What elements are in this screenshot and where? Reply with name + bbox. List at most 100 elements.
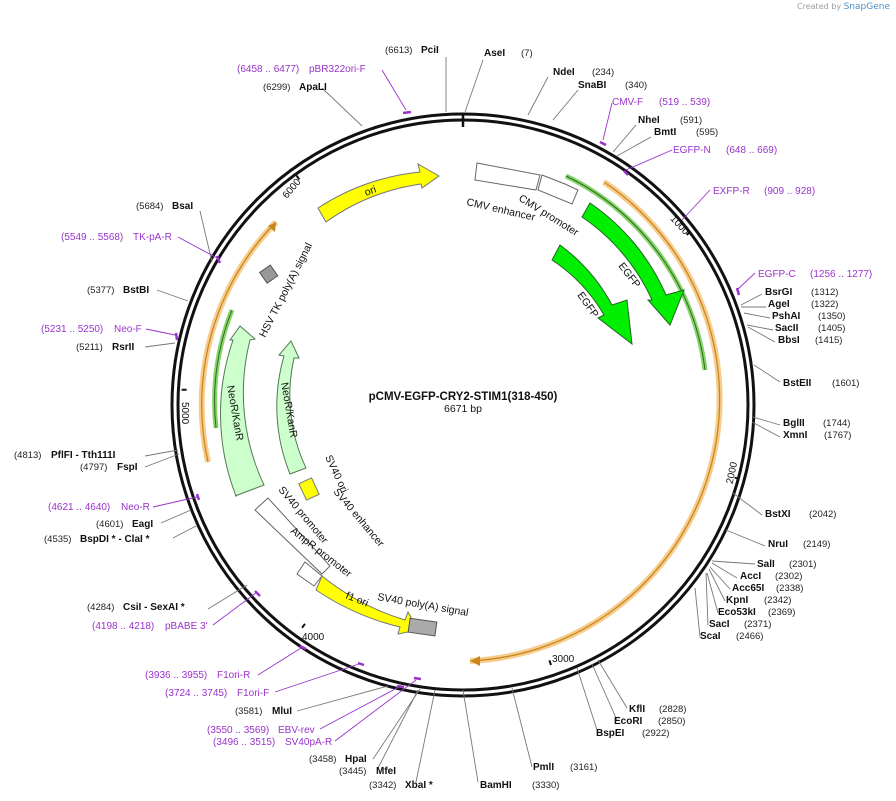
leader-bmti [616,136,652,157]
credit-brand: SnapGene [843,2,890,12]
sv40-polya-box [407,617,438,637]
features: CMV enhancer CMV promoter EGFP EGFP ori … [198,162,723,666]
enzyme-name-nhei: NheI [638,115,660,126]
cmv-enhancer-arrow [474,162,541,191]
enzyme-name-pflfi: PflFI - Tth111I [51,450,116,461]
enzyme-name-kfli: KflI [629,704,645,715]
primer-range-pbr322: (6458 .. 6477) [237,64,299,75]
enzyme-name-xbai: XbaI * [405,780,433,791]
primer-name-exfpr: EXFP-R [713,186,750,197]
leader-xbai [415,689,436,783]
leader-acci [711,562,738,579]
enzyme-pos-bbsi: (1415) [815,335,842,346]
leader-hpai [372,688,421,760]
leader-mlui [296,685,389,712]
tick-label-4000: 4000 [302,632,325,643]
primer-range-ebvrev: (3550 .. 3569) [207,725,269,736]
feature-label-ori: ori [363,184,378,199]
enzyme-name-bsteii: BstEII [783,378,812,389]
primer-mark-f1orir [299,644,307,651]
enzyme-pos-snabi: (340) [625,80,647,91]
leader-bglii [752,416,781,426]
leader-csii [207,584,248,610]
f1-ori-arrow [315,575,419,635]
enzyme-pos-ecori: (2850) [658,716,685,727]
cmv-promoter-arrow [537,174,579,205]
enzyme-pos-acci: (2302) [775,571,802,582]
enzyme-name-scai: ScaI [700,631,721,642]
leader-acc65i [709,566,731,590]
pleader-f1orir [257,647,302,676]
primer-mark-pbabe [254,590,261,597]
primer-name-f1orir: F1ori-R [217,670,250,681]
leader-lines [144,57,781,783]
enzyme-pos-rsrii: (5211) [76,342,103,353]
enzyme-pos-bsrgi: (1312) [811,287,838,298]
tick-label-2000: 2000 [725,461,740,485]
enzyme-name-pmli: PmlI [533,762,554,773]
tick-label-5000: 5000 [179,402,190,425]
leader-bsai [199,210,213,263]
tick-label-3000: 3000 [552,654,575,665]
pleader-neof [145,328,176,336]
green-arc-right-line [565,175,706,371]
primer-mark-neof [174,332,179,341]
primer-mark-neor [195,493,201,501]
enzyme-pos-bmti: (595) [696,127,718,138]
enzyme-name-nrui: NruI [768,539,788,550]
enzyme-pos-pmli: (3161) [570,762,597,773]
primer-range-egfpc: (1256 .. 1277) [810,269,872,280]
enzyme-name-pcii: PciI [421,45,439,56]
enzyme-name-acci: AccI [740,571,761,582]
primer-range-cmvf: (519 .. 539) [659,97,710,108]
leader-asei [464,59,484,113]
enzyme-pos-acc65i: (2338) [776,583,803,594]
pleader-f1orif [274,663,360,693]
enzyme-name-bspdi: BspDI * - ClaI * [80,534,150,545]
leader-ndei [527,76,549,116]
tick-3000 [548,659,552,666]
primer-range-tkpar: (5549 .. 5568) [61,232,123,243]
leader-eco53ki [706,572,719,614]
primer-name-egfpn: EGFP-N [673,145,711,156]
pleader-ebvrev [319,686,400,730]
enzyme-pos-xbai: (3342) [369,780,396,791]
enzyme-name-apali: ApaLI [299,82,327,93]
enzyme-name-bbsi: BbsI [778,335,800,346]
pleader-egfpn [625,149,673,171]
enzyme-name-snabi: SnaBI [578,80,607,91]
primer-name-egfpc: EGFP-C [758,269,796,280]
leader-pmli [511,687,533,768]
enzyme-name-sali: SalI [757,559,775,570]
leader-xmni [751,421,781,438]
pleader-egfpc [736,272,756,291]
tick-label-6000: 6000 [281,177,304,201]
primer-range-neof: (5231 .. 5250) [41,324,103,335]
leader-bstxi [732,492,763,516]
orange-arc-left-head [268,222,276,232]
primer-range-egfpn: (648 .. 669) [726,145,777,156]
enzyme-name-bglii: BglII [783,418,805,429]
leader-sali [711,560,756,565]
primer-name-cmvf: CMV-F [612,97,643,108]
enzyme-pos-nhei: (591) [680,115,702,126]
pleader-exfpr [681,189,711,221]
primer-range-pbabe: (4198 .. 4218) [92,621,154,632]
enzyme-pos-bsai: (5684) [136,201,163,212]
enzyme-labels: (6613) PciI AseI (7) NdeI (234) SnaBI (3… [14,45,859,791]
orange-arc-right-line [469,181,721,662]
enzyme-name-ecori: EcoRI [614,716,643,727]
enzyme-pos-eagi: (4601) [96,519,123,530]
enzyme-pos-asei: (7) [521,48,533,59]
enzyme-pos-agei: (1322) [811,299,838,310]
enzyme-pos-fspi: (4797) [80,462,107,473]
feature-label-sv40-enhancer: SV40 enhancer [331,486,387,550]
primer-labels: (6458 .. 6477) pBR322ori-F CMV-F (519 ..… [41,64,872,748]
enzyme-pos-bstbi: (5377) [87,285,114,296]
sv40-promoter-arrow [254,497,331,575]
leader-rsrii [144,342,176,348]
feature-label-hsv-tk-polya: HSV TK poly(A) signal [257,241,315,339]
enzyme-name-kpni: KpnI [726,595,748,606]
enzyme-name-mfei: MfeI [376,766,396,777]
